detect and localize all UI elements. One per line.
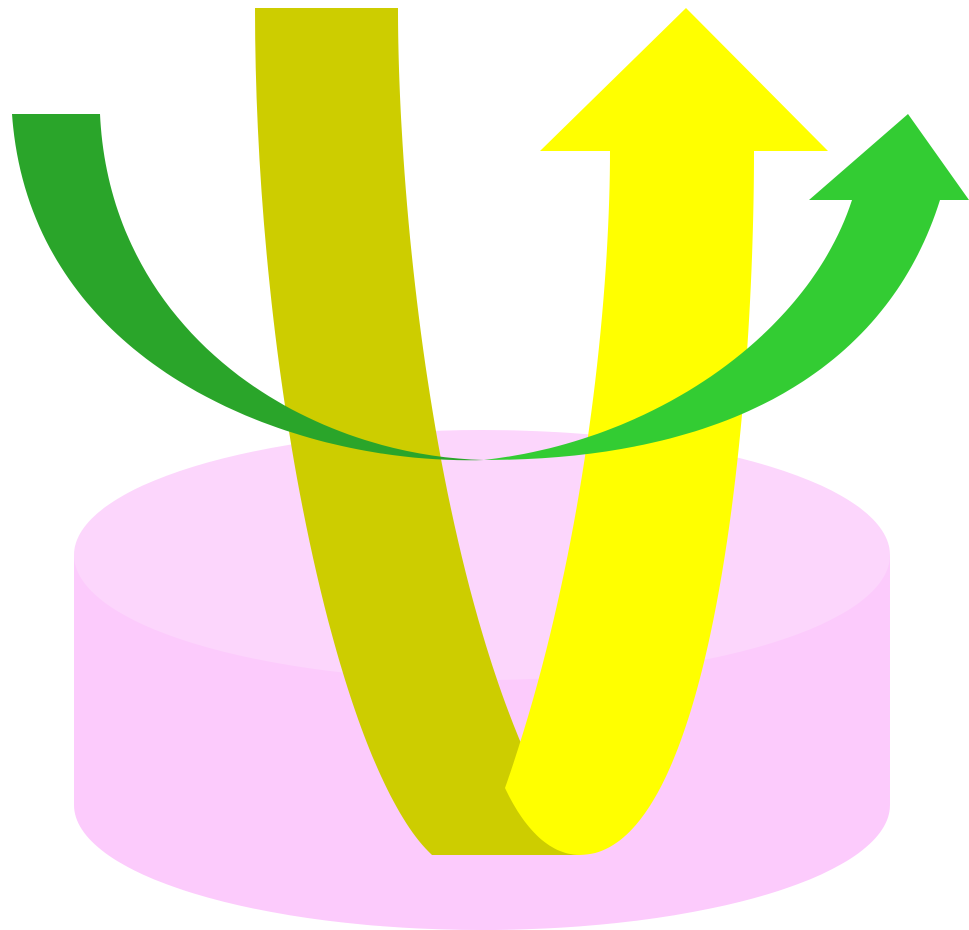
diagram-canvas — [0, 0, 969, 930]
diagram-svg — [0, 0, 969, 930]
